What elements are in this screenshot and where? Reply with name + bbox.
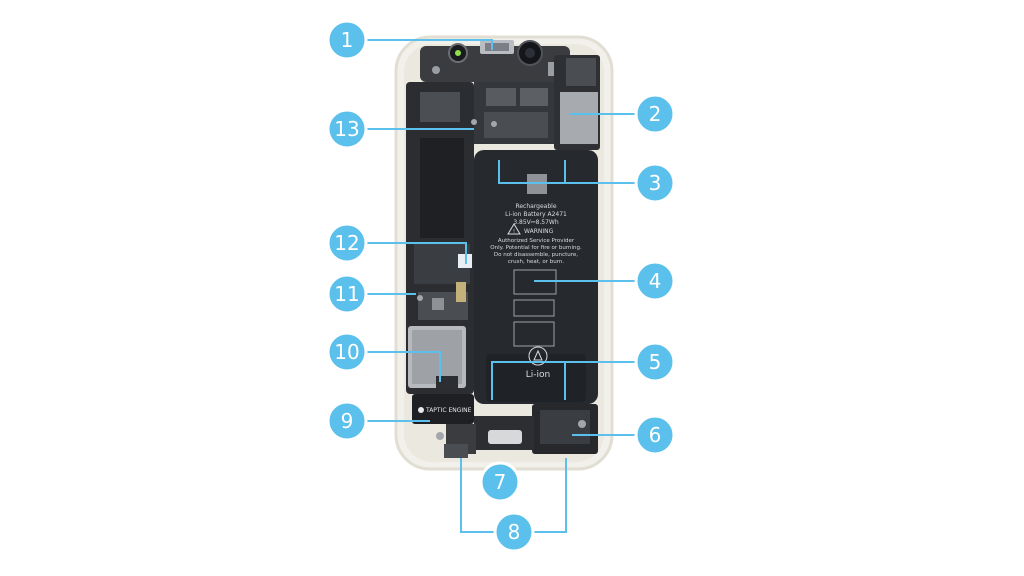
leader-1 [366, 39, 493, 50]
logic-board [406, 82, 554, 394]
rf-shield [554, 55, 600, 150]
battery-text-line6: Do not disassemble, puncture, [494, 252, 578, 258]
svg-text:10: 10 [334, 340, 359, 364]
battery-label-box-2 [513, 299, 555, 317]
callout-5: 5 [634, 341, 676, 383]
callout-12: 12 [326, 222, 368, 264]
battery-text-line5: Only. Potential for fire or burning. [490, 245, 582, 251]
leader-10 [366, 351, 441, 382]
battery-text-line4: Authorized Service Provider [498, 238, 575, 244]
battery-warning: WARNING [524, 228, 554, 235]
battery-chem-label: Li-ion [526, 370, 550, 380]
svg-text:2: 2 [649, 102, 662, 126]
battery-text-line1: Rechargeable [515, 203, 556, 210]
callout-2: 2 [634, 93, 676, 135]
svg-text:13: 13 [334, 117, 359, 141]
leader-5 [491, 361, 636, 400]
callout-11: 11 [326, 273, 368, 315]
top-module [420, 40, 570, 82]
svg-text:4: 4 [649, 269, 662, 293]
callout-7: 7 [479, 461, 521, 503]
bottom-assembly [436, 404, 598, 458]
svg-text:5: 5 [649, 350, 662, 374]
svg-text:3: 3 [649, 171, 662, 195]
recycle-icon [528, 346, 548, 366]
taptic-engine: TAPTIC ENGINE [412, 394, 474, 424]
callout-8: 8 [493, 511, 535, 553]
svg-text:12: 12 [334, 231, 359, 255]
callout-13: 13 [326, 108, 368, 150]
svg-text:!: ! [513, 229, 515, 235]
callouts: 1 2 3 4 5 6 7 8 [326, 19, 676, 553]
svg-text:1: 1 [341, 28, 354, 52]
svg-text:7: 7 [494, 470, 507, 494]
callout-10: 10 [326, 331, 368, 373]
svg-text:11: 11 [334, 282, 359, 306]
svg-text:8: 8 [508, 520, 521, 544]
svg-text:9: 9 [341, 409, 354, 433]
apple-logo-icon [418, 407, 424, 413]
warning-triangle-icon: ! [507, 223, 521, 235]
battery-label-box-3 [513, 321, 555, 347]
taptic-label: TAPTIC ENGINE [425, 407, 472, 414]
battery-text-line2: Li-ion Battery A2471 [505, 211, 567, 218]
leader-12 [366, 242, 467, 264]
battery-text-line3: 3.85V⎓8.57Wh [513, 219, 559, 226]
callout-1: 1 [326, 19, 368, 61]
sim-bracket [408, 326, 466, 388]
callout-4: 4 [634, 260, 676, 302]
leader-3 [498, 160, 636, 184]
callout-3: 3 [634, 162, 676, 204]
callout-6: 6 [634, 414, 676, 456]
battery-text-line7: crush, heat, or burn. [508, 259, 565, 265]
svg-text:6: 6 [649, 423, 662, 447]
callout-9: 9 [326, 400, 368, 442]
battery: Rechargeable Li-ion Battery A2471 3.85V⎓… [474, 150, 598, 404]
